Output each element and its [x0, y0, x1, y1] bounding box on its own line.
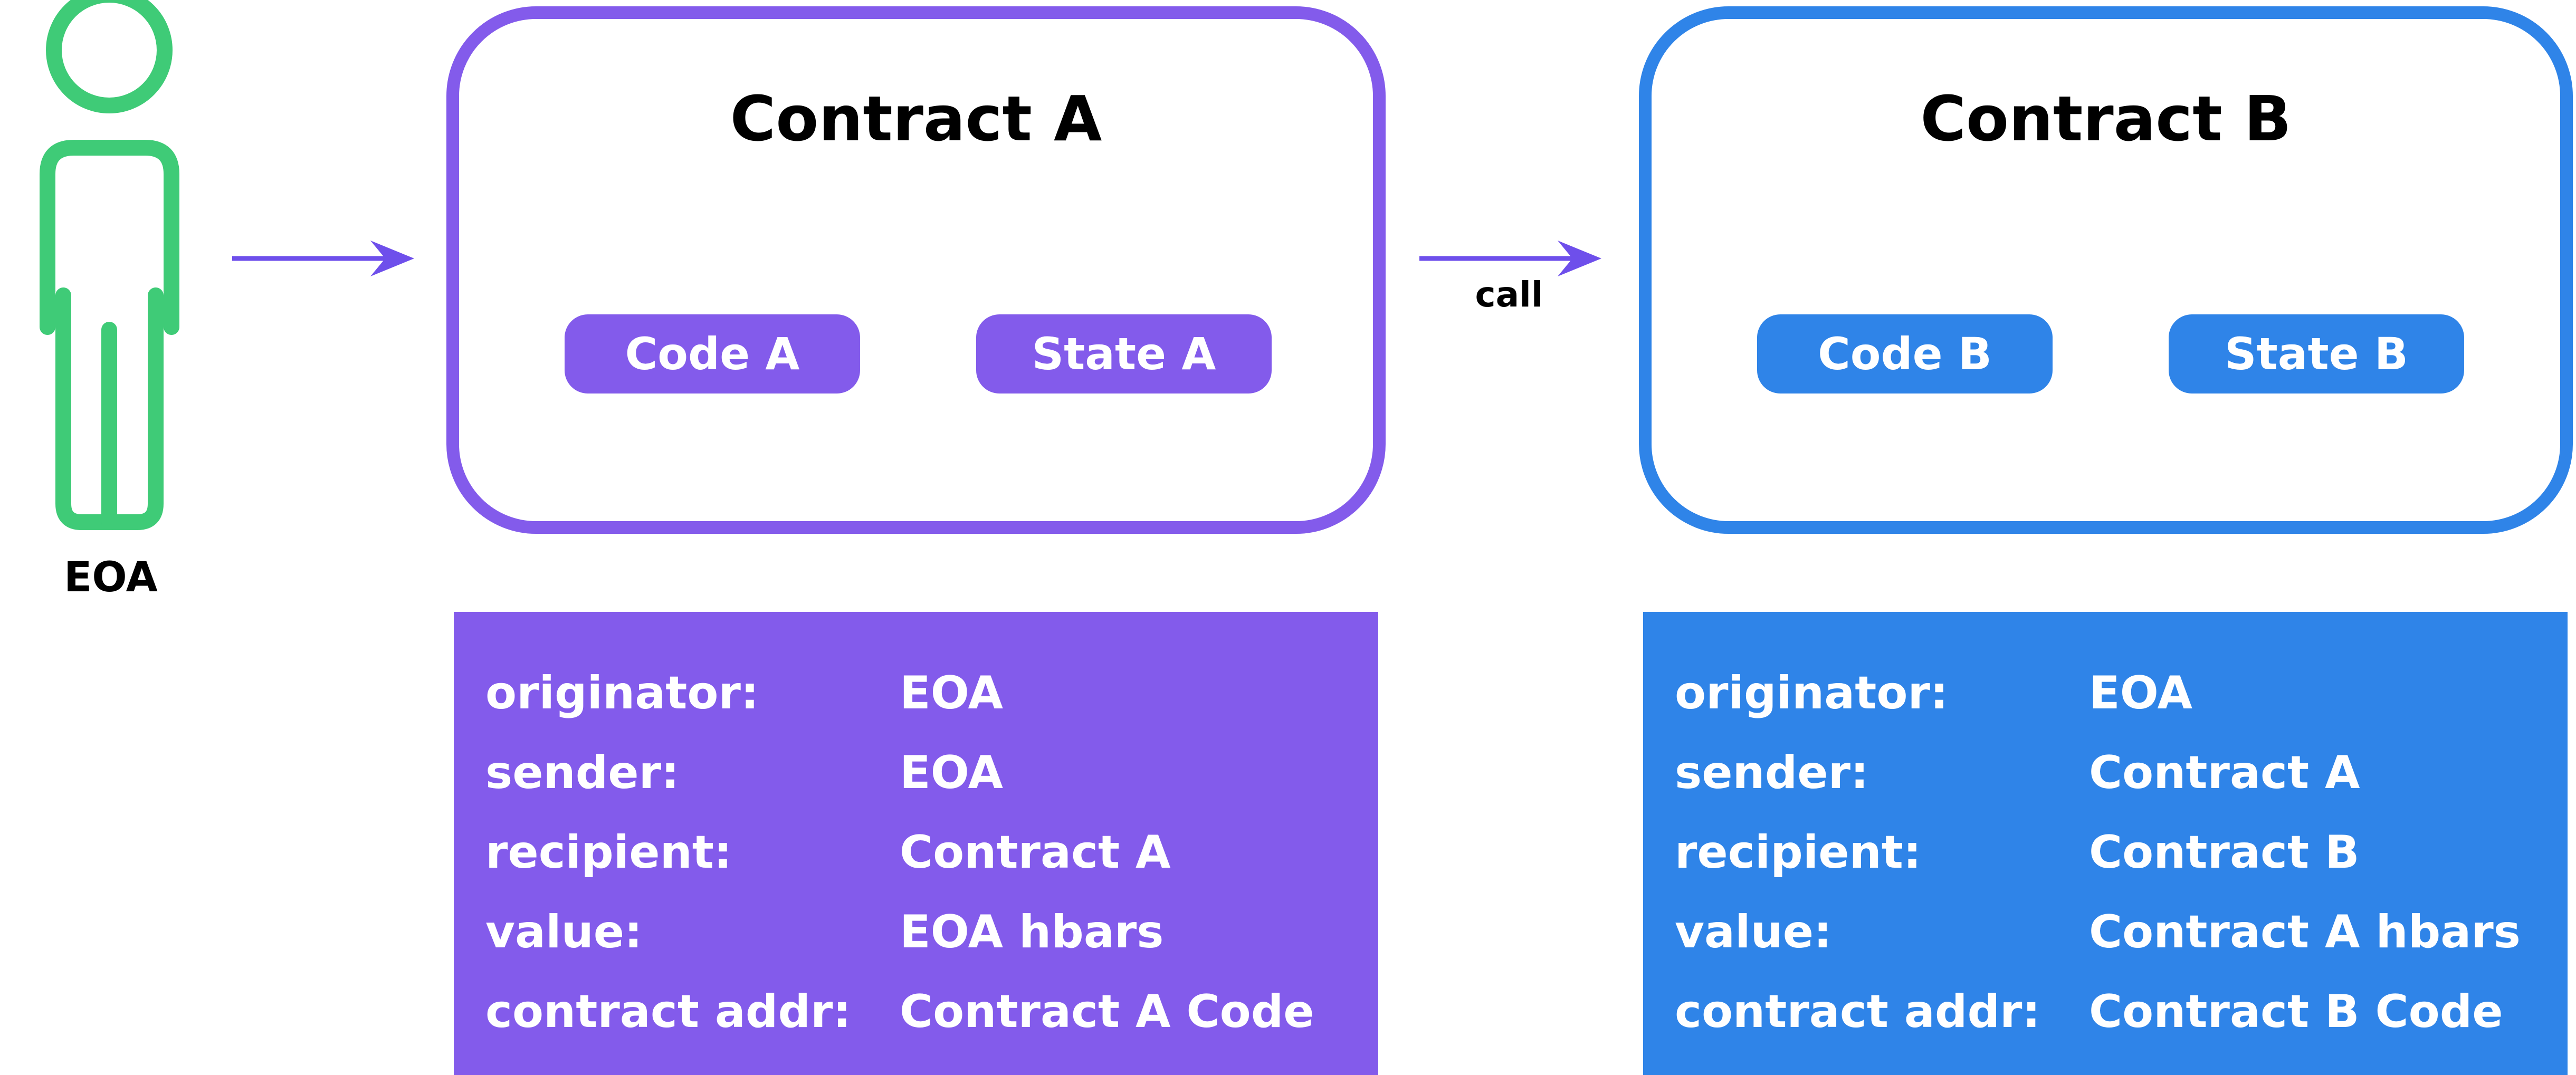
context-key: sender: [485, 746, 680, 799]
call-label: call [1475, 274, 1543, 315]
context-key: recipient: [1675, 826, 1922, 879]
state-b-pill: State B [2169, 314, 2464, 393]
context-row: contract addr: Contract B Code [1675, 972, 2568, 1051]
context-key: contract addr: [485, 985, 851, 1038]
context-key: originator: [485, 666, 759, 719]
context-value: Contract B Code [2089, 985, 2503, 1038]
context-value: Contract A Code [900, 985, 1314, 1038]
context-value: Contract A hbars [2089, 905, 2521, 958]
context-row: sender: EOA [485, 733, 1378, 812]
context-b-panel: originator: EOA sender: Contract A recip… [1643, 612, 2568, 1075]
context-value: Contract A [900, 826, 1171, 879]
code-b-pill: Code B [1757, 314, 2053, 393]
code-a-pill: Code A [565, 314, 860, 393]
context-value: EOA [2089, 666, 2193, 719]
person-icon [40, 0, 179, 530]
eoa-label: EOA [64, 554, 158, 601]
contract-a-title: Contract A [730, 82, 1102, 155]
context-row: value: EOA hbars [485, 892, 1378, 972]
context-row: recipient: Contract A [485, 812, 1378, 892]
context-key: value: [485, 905, 643, 958]
context-value: Contract B [2089, 826, 2360, 879]
context-key: recipient: [485, 826, 732, 879]
context-row: value: Contract A hbars [1675, 892, 2568, 972]
context-row: originator: EOA [1675, 653, 2568, 733]
arrow-contract-a-to-contract-b [1419, 241, 1601, 276]
contract-b-box: Contract B Code B State B [1639, 6, 2573, 534]
context-row: sender: Contract A [1675, 733, 2568, 812]
context-a-panel: originator: EOA sender: EOA recipient: C… [454, 612, 1378, 1075]
contract-a-box: Contract A Code A State A [446, 6, 1386, 534]
state-a-pill: State A [976, 314, 1272, 393]
context-key: originator: [1675, 666, 1949, 719]
context-key: contract addr: [1675, 985, 2040, 1038]
context-row: contract addr: Contract A Code [485, 972, 1378, 1051]
context-value: Contract A [2089, 746, 2360, 799]
contract-b-title: Contract B [1920, 82, 2292, 155]
context-row: recipient: Contract B [1675, 812, 2568, 892]
context-key: sender: [1675, 746, 1869, 799]
context-value: EOA [900, 746, 1004, 799]
context-key: value: [1675, 905, 1832, 958]
context-value: EOA [900, 666, 1004, 719]
context-row: originator: EOA [485, 653, 1378, 733]
arrow-eoa-to-contract-a [232, 241, 414, 276]
context-value: EOA hbars [900, 905, 1164, 958]
